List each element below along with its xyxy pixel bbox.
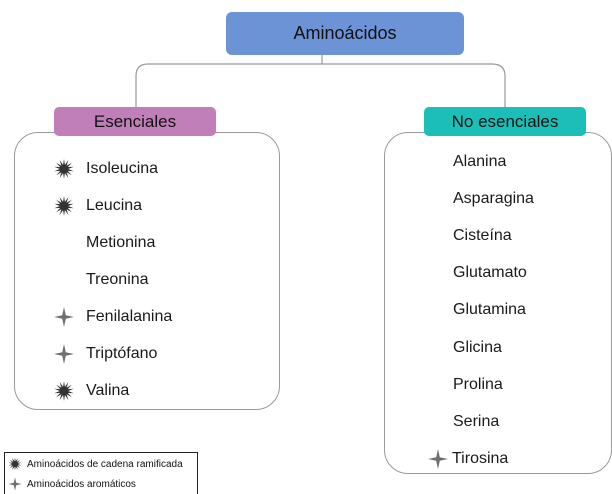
nonessential-list: Alanina Asparagina Cisteína Glutamato Gl… — [426, 143, 534, 478]
item-label: Cisteína — [453, 226, 512, 244]
nonessential-header: No esenciales — [424, 107, 586, 136]
legend-label: Aminoácidos aromáticos — [27, 478, 136, 490]
legend-entry: Aminoácidos de cadena ramificada — [5, 455, 197, 473]
item-label: Asparagina — [453, 189, 534, 207]
burst-icon — [7, 456, 23, 472]
list-item: Fenilalanina — [52, 298, 172, 335]
burst-icon — [52, 379, 76, 403]
sparkle-icon — [52, 342, 76, 366]
list-item: Metionina — [52, 224, 172, 261]
burst-icon — [52, 194, 76, 218]
list-item: Valina — [52, 372, 172, 409]
sparkle-icon — [52, 305, 76, 329]
list-item: Isoleucina — [52, 150, 172, 187]
item-label: Leucina — [86, 196, 143, 214]
blank-marker — [52, 231, 76, 255]
item-label: Fenilalanina — [86, 307, 173, 325]
legend-label: Aminoácidos de cadena ramificada — [27, 458, 183, 470]
essential-header: Esenciales — [54, 107, 216, 136]
item-label: Tirosina — [452, 450, 509, 468]
legend: Aminoácidos de cadena ramificada Aminoác… — [4, 452, 198, 494]
blank-marker — [52, 268, 76, 292]
list-item: Treonina — [52, 261, 172, 298]
list-item: Asparagina — [426, 180, 534, 217]
item-label: Treonina — [86, 270, 149, 288]
sparkle-icon — [7, 476, 23, 492]
connector-right-branch — [322, 63, 506, 107]
list-item: Prolina — [426, 366, 534, 403]
list-item: Triptófano — [52, 335, 172, 372]
root-label: Aminoácidos — [293, 23, 397, 43]
sparkle-icon — [426, 447, 450, 471]
list-item: Tirosina — [426, 441, 534, 478]
root-node: Aminoácidos — [226, 12, 464, 55]
list-item: Alanina — [426, 143, 534, 180]
list-item: Glutamato — [426, 255, 534, 292]
item-label: Glutamato — [453, 264, 527, 282]
list-item: Glutamina — [426, 292, 534, 329]
item-label: Alanina — [453, 152, 507, 170]
connector-left-branch — [135, 63, 322, 107]
list-item: Leucina — [52, 187, 172, 224]
item-label: Serina — [453, 412, 500, 430]
essential-header-label: Esenciales — [93, 111, 177, 131]
burst-icon — [52, 157, 76, 181]
essential-list: Isoleucina Leucina Metionina Treonina Fe… — [52, 150, 172, 409]
list-item: Serina — [426, 403, 534, 440]
item-label: Valina — [86, 381, 130, 399]
nonessential-header-label: No esenciales — [451, 111, 559, 131]
list-item: Glicina — [426, 329, 534, 366]
item-label: Triptófano — [86, 344, 158, 362]
item-label: Glicina — [453, 338, 502, 356]
item-label: Glutamina — [453, 301, 526, 319]
nonessential-frame — [384, 132, 612, 474]
legend-entry: Aminoácidos aromáticos — [5, 475, 197, 493]
item-label: Prolina — [453, 375, 503, 393]
essential-frame — [14, 132, 280, 410]
item-label: Isoleucina — [86, 159, 159, 177]
list-item: Cisteína — [426, 217, 534, 254]
item-label: Metionina — [86, 233, 156, 251]
